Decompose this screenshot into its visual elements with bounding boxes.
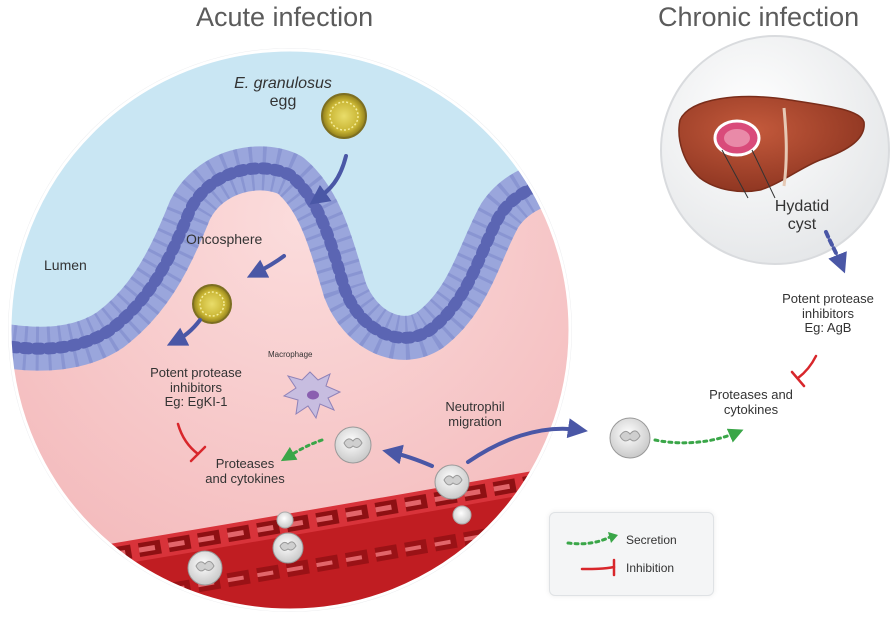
inhibition-markers xyxy=(176,354,818,463)
liver-icon xyxy=(678,95,865,193)
oncosphere-label: Oncosphere xyxy=(186,231,263,247)
egg-word-label: egg xyxy=(269,92,297,110)
legend-secretion: Secretion xyxy=(550,529,713,553)
acute-inhibitors-line2: inhibitors xyxy=(169,379,223,395)
legend-inhibition: Inhibition xyxy=(550,557,713,581)
hydatid-line1: Hydatid xyxy=(774,198,830,215)
neutrophil-line1: Neutrophil xyxy=(445,399,505,414)
chronic-proteases-label: Proteases and cytokines xyxy=(696,387,806,417)
acute-inhibitors-line3: Eg: EgKI-1 xyxy=(164,394,228,410)
acute-inhibitors-line1: Potent protease xyxy=(150,365,242,380)
egg-icon xyxy=(321,93,367,139)
chronic-inhibitors-label: Potent protease inhibitors Eg: AgB xyxy=(768,291,888,336)
acute-inhibitors-label: Potent protease inhibitors Eg: EgKI-1 xyxy=(136,365,256,410)
acute-infection-circle xyxy=(8,48,572,612)
acute-proteases-label: Proteases and cytokines xyxy=(190,456,300,486)
oncosphere-icon xyxy=(192,284,232,324)
chronic-proteases-line1: Proteases and xyxy=(709,387,793,402)
chronic-proteases-line2: cytokines xyxy=(723,401,779,417)
chronic-infection-title: Chronic infection xyxy=(658,2,860,32)
neutrophil-migration-label: Neutrophil migration xyxy=(430,399,520,429)
acute-proteases-line1: Proteases xyxy=(215,456,275,471)
acute-infection-title: Acute infection xyxy=(196,2,374,32)
egg-species-label: E. granulosus xyxy=(234,75,332,92)
migrated-neutrophil xyxy=(609,417,651,459)
pathway-arrows xyxy=(166,154,588,468)
lumen-label: Lumen xyxy=(44,257,87,273)
hydatid-cyst-label: Hydatid cyst xyxy=(752,198,852,234)
cyst-arrow xyxy=(824,230,847,274)
leukocytes-in-vessel xyxy=(187,464,472,586)
chronic-infection-circle xyxy=(660,35,890,265)
chronic-inhibitors-line3: Eg: AgB xyxy=(804,320,852,336)
egg-label: E. granulosus egg xyxy=(218,75,348,111)
macrophage-label: Macrophage xyxy=(268,350,313,359)
secretion-arrows xyxy=(280,428,744,462)
inhibition-icon xyxy=(580,558,616,577)
secretion-arrow-icon xyxy=(566,532,618,546)
legend-secretion-label: Secretion xyxy=(626,533,677,547)
hydatid-line2: cyst xyxy=(787,215,817,233)
epithelium-nuclei xyxy=(10,162,570,355)
legend-inhibition-label: Inhibition xyxy=(626,561,675,575)
legend: Secretion Inhibition xyxy=(549,512,714,596)
neutrophil-in-tissue xyxy=(334,426,372,464)
neutrophil-line2: migration xyxy=(448,413,502,429)
chronic-inhibitors-line1: Potent protease xyxy=(782,291,874,306)
macrophage-icon xyxy=(282,371,342,420)
chronic-inhibitors-line2: inhibitors xyxy=(801,305,855,321)
acute-proteases-line2: and cytokines xyxy=(205,470,285,486)
